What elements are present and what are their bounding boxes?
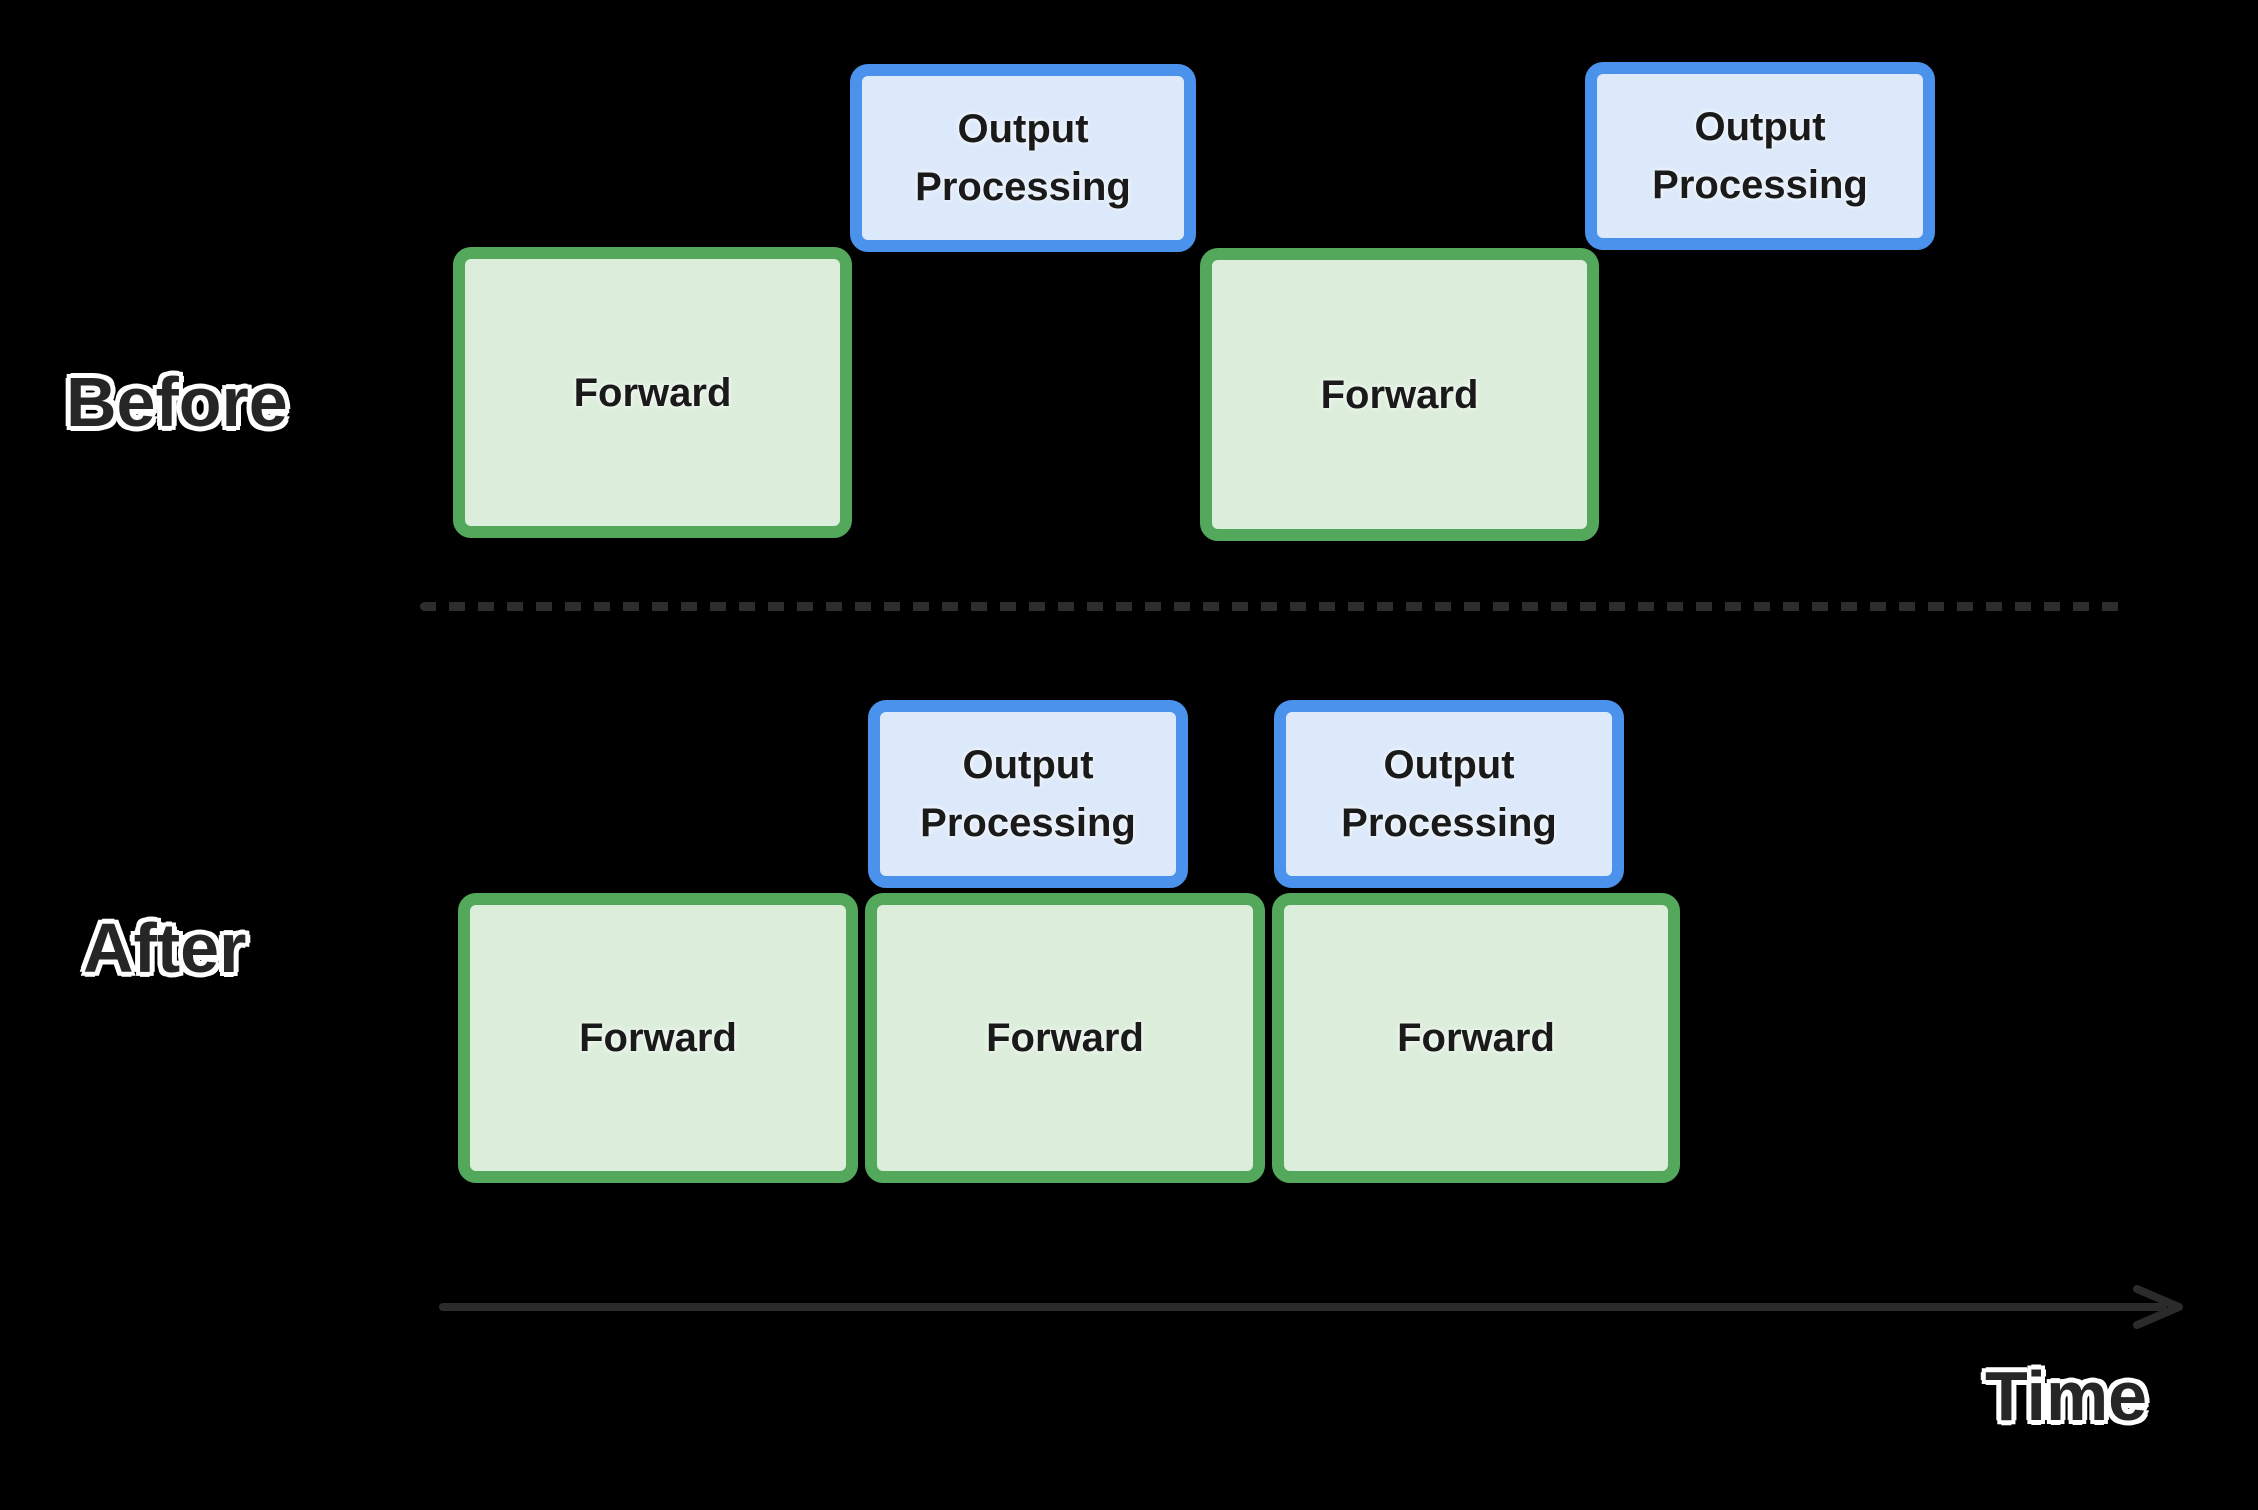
after-forward-box-3: Forward — [1272, 893, 1680, 1183]
before-forward-box-1: Forward — [453, 247, 852, 538]
before-row-label: Before — [66, 363, 288, 441]
time-axis-label: Time — [1985, 1357, 2148, 1435]
after-forward-box-2: Forward — [865, 893, 1265, 1183]
after-forward-box-1: Forward — [458, 893, 858, 1183]
time-axis-arrow — [439, 1285, 2183, 1329]
forward-box-label: Forward — [1320, 372, 1479, 417]
before-output-processing-box-1: Output Processing — [850, 64, 1196, 252]
output-processing-box-label: Output Processing — [915, 107, 1131, 209]
after-output-processing-box-2: Output Processing — [1274, 700, 1624, 888]
forward-box-label: Forward — [1397, 1016, 1555, 1060]
output-processing-box-label: Output Processing — [1652, 105, 1868, 207]
after-row-label: After — [83, 909, 247, 987]
before-output-processing-box-2: Output Processing — [1585, 62, 1935, 250]
forward-box-label: Forward — [573, 370, 732, 415]
before-forward-box-2: Forward — [1200, 248, 1599, 541]
forward-box-label: Forward — [986, 1016, 1144, 1060]
row-divider-dashed-line — [420, 602, 2127, 611]
forward-box-label: Forward — [579, 1016, 737, 1060]
output-processing-box-label: Output Processing — [920, 743, 1136, 845]
after-output-processing-box-1: Output Processing — [868, 700, 1188, 888]
output-processing-box-label: Output Processing — [1341, 743, 1557, 845]
